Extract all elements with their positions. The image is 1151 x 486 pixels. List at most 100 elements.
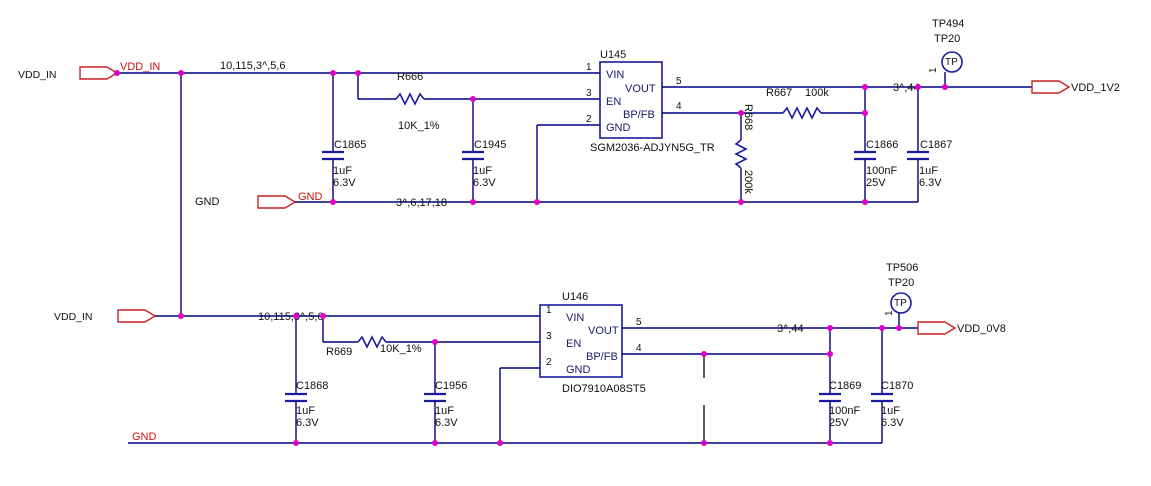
- c1869-voltage: 25V: [829, 417, 849, 429]
- top-regulator-section: VDD_IN VDD_IN 10,115,3^,5,6 GND R666 10K…: [18, 18, 1120, 316]
- u145-pinnum-vout: 5: [676, 76, 682, 87]
- c1870-voltage: 6.3V: [881, 417, 904, 429]
- r666-value: 10K_1%: [398, 120, 440, 132]
- u146-pinnum-vin: 1: [546, 305, 552, 316]
- r669-value: 10K_1%: [380, 343, 422, 355]
- vdd-in-port-bottom: [117, 309, 157, 323]
- junction: [330, 199, 336, 205]
- c1866-value: 100nF: [866, 165, 897, 177]
- sheet-ref-bot-in: 10,115,3^,5,6: [258, 311, 324, 323]
- c1867-ref: C1867: [920, 139, 952, 151]
- junction: [320, 313, 326, 319]
- resistor-r669: [357, 335, 387, 349]
- u146-pinnum-gnd: 2: [546, 357, 552, 368]
- u146-pin-vin: VIN: [566, 312, 584, 324]
- c1868-ref: C1868: [296, 380, 328, 392]
- u145-pinnum-vin: 1: [586, 62, 592, 73]
- junction: [497, 440, 503, 446]
- r669-ref: R669: [326, 346, 352, 358]
- junction: [330, 70, 336, 76]
- junction: [862, 110, 868, 116]
- junction: [862, 84, 868, 90]
- junction: [432, 339, 438, 345]
- c1868-voltage: 6.3V: [296, 417, 319, 429]
- c1865-voltage: 6.3V: [333, 177, 356, 189]
- junction: [942, 84, 948, 90]
- junction: [862, 199, 868, 205]
- u145-pin-vin: VIN: [606, 69, 624, 81]
- c1867-value: 1uF: [919, 165, 938, 177]
- c1869-ref: C1869: [829, 380, 861, 392]
- net-label-gnd-left: GND: [195, 196, 220, 208]
- junction: [178, 313, 184, 319]
- tp494-symbol: TP: [945, 57, 958, 68]
- c1865-ref: C1865: [334, 139, 366, 151]
- junction: [178, 70, 184, 76]
- junction: [432, 440, 438, 446]
- junction: [701, 351, 707, 357]
- u145-pinnum-gnd: 2: [586, 114, 592, 125]
- u145-pinnum-bpfb: 4: [676, 101, 682, 112]
- resistor-r667: [782, 106, 822, 120]
- c1945-ref: C1945: [474, 139, 506, 151]
- junction: [470, 96, 476, 102]
- junction: [896, 325, 902, 331]
- vdd-1v2-port: [1031, 80, 1071, 94]
- tp506-type: TP20: [888, 277, 914, 289]
- r666-ref: R666: [397, 71, 423, 83]
- junction: [827, 440, 833, 446]
- u146-pinnum-en: 3: [546, 331, 552, 342]
- u145-pin-vout: VOUT: [625, 83, 656, 95]
- sheet-ref-top-in: 10,115,3^,5,6: [220, 60, 286, 72]
- junction: [879, 325, 885, 331]
- c1945-voltage: 6.3V: [473, 177, 496, 189]
- u145-pin-gnd: GND: [606, 122, 631, 134]
- tp506-symbol: TP: [894, 298, 907, 309]
- c1870-ref: C1870: [881, 380, 913, 392]
- junction: [293, 313, 299, 319]
- u146-part: DIO7910A08ST5: [562, 383, 646, 395]
- u145-part: SGM2036-ADJYN5G_TR: [590, 142, 715, 154]
- c1870-value: 1uF: [881, 405, 900, 417]
- r667-ref: R667: [766, 87, 792, 99]
- r668-value: 200k: [742, 170, 754, 194]
- c1868-value: 1uF: [296, 405, 315, 417]
- r667-value: 100k: [805, 87, 829, 99]
- tp494-pin: 1: [928, 67, 939, 73]
- tp506-ref: TP506: [886, 262, 918, 274]
- net-label-gnd-port: GND: [298, 191, 323, 203]
- testpoint-tp506: [890, 292, 912, 314]
- c1866-ref: C1866: [866, 139, 898, 151]
- bottom-regulator-section: VDD_IN 10,115,3^,5,6 R669 10K_1% C1868 1…: [54, 262, 1006, 446]
- junction: [827, 325, 833, 331]
- ic-u146: [539, 304, 623, 378]
- u146-pin-en: EN: [566, 338, 581, 350]
- junction: [915, 84, 921, 90]
- gnd-port: [257, 195, 297, 209]
- u145-pin-en: EN: [606, 96, 621, 108]
- resistor-r666: [395, 92, 425, 106]
- net-label-gnd-bottom: GND: [132, 431, 157, 443]
- junction: [827, 351, 833, 357]
- vdd-in-port-top: [79, 66, 119, 80]
- tp506-pin: 1: [884, 310, 895, 316]
- u146-pinnum-vout: 5: [636, 317, 642, 328]
- u146-pinnum-bpfb: 4: [636, 343, 642, 354]
- net-label-vdd-in-bottom: VDD_IN: [54, 311, 93, 323]
- ic-u145: [599, 61, 663, 139]
- u145-ref: U145: [600, 49, 626, 61]
- u146-pin-vout: VOUT: [588, 325, 619, 337]
- net-label-vdd-1v2: VDD_1V2: [1071, 82, 1120, 94]
- c1869-value: 100nF: [829, 405, 860, 417]
- c1867-voltage: 6.3V: [919, 177, 942, 189]
- c1945-value: 1uF: [473, 165, 492, 177]
- u146-ref: U146: [562, 291, 588, 303]
- u146-pin-gnd: GND: [566, 364, 591, 376]
- c1956-ref: C1956: [435, 380, 467, 392]
- c1865-value: 1uF: [333, 165, 352, 177]
- junction: [738, 110, 744, 116]
- tp494-type: TP20: [934, 33, 960, 45]
- c1866-voltage: 25V: [866, 177, 886, 189]
- resistor-r668: [734, 139, 748, 169]
- junction: [293, 440, 299, 446]
